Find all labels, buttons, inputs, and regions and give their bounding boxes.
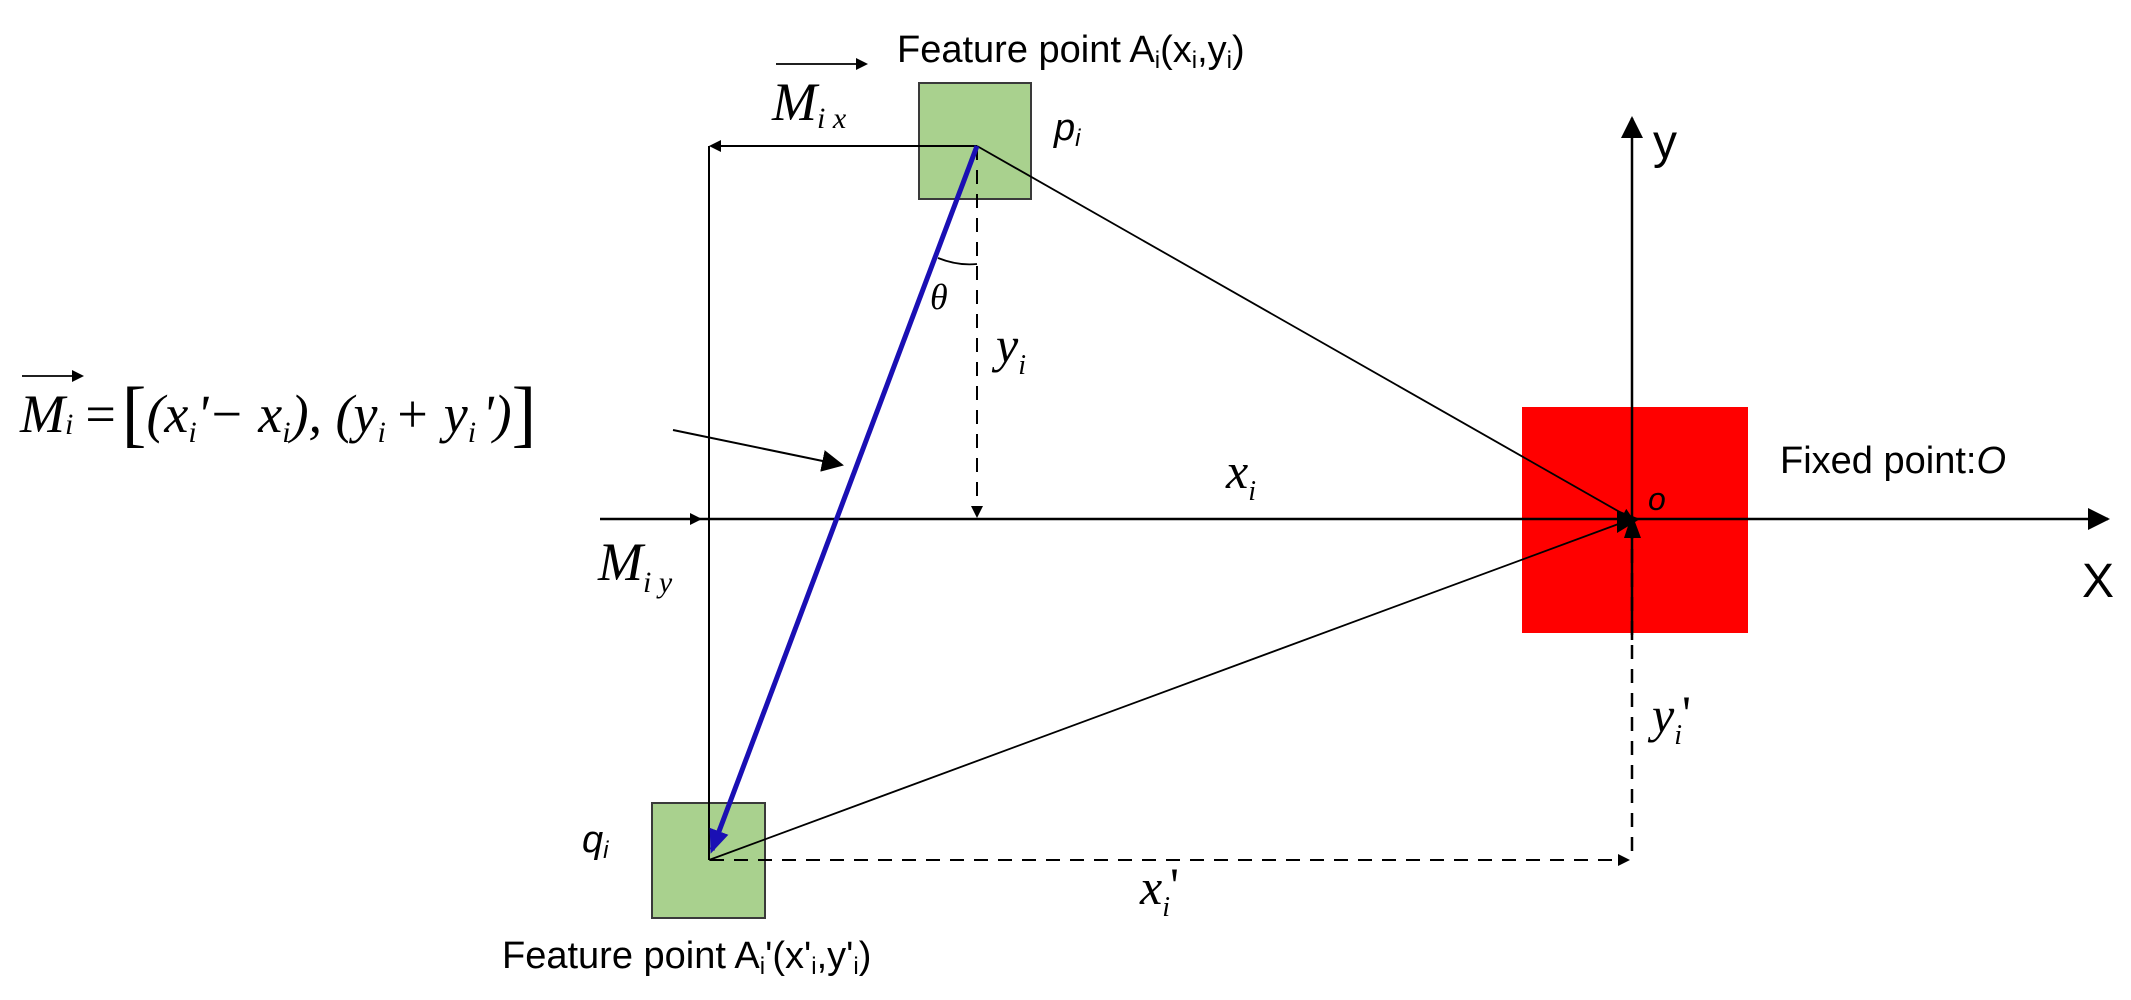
theta-label: θ (930, 277, 948, 317)
y-axis-label: y (1653, 116, 1677, 169)
p-i-label: pi (1053, 107, 1081, 152)
origin-arrowhead (1617, 510, 1640, 533)
p-to-origin-line (976, 145, 1634, 520)
feature-point-bottom-label: Feature point Ai'(x'i,y'i) (502, 935, 871, 980)
m-iy-label: Mi y (597, 532, 673, 599)
x-i-label: xi (1225, 443, 1256, 507)
x-i-prime-label: xi' (1139, 857, 1179, 923)
fixed-point-label: Fixed point:O (1780, 440, 2006, 482)
motion-vector-equation: Mi=[(xi'− xi), (yi+ yi')] (19, 373, 536, 455)
motion-vector-m-i (709, 145, 980, 854)
origin-label: o (1648, 481, 1666, 517)
y-i-label: yi (991, 317, 1026, 381)
theta-angle-arc (937, 257, 978, 266)
feature-point-square-top (918, 82, 1032, 200)
q-i-label: qi (582, 819, 609, 864)
origin-arrowhead-up (1624, 514, 1641, 538)
feature-point-top-label: Feature point Ai(xi,yi) (897, 29, 1245, 74)
x-axis-label: X (2082, 555, 2114, 608)
m-ix-label: Mi x (771, 72, 847, 135)
equation-pointer-arrow (672, 429, 844, 472)
y-i-prime-label: yi' (1647, 685, 1691, 751)
q-to-origin-line (708, 516, 1634, 861)
